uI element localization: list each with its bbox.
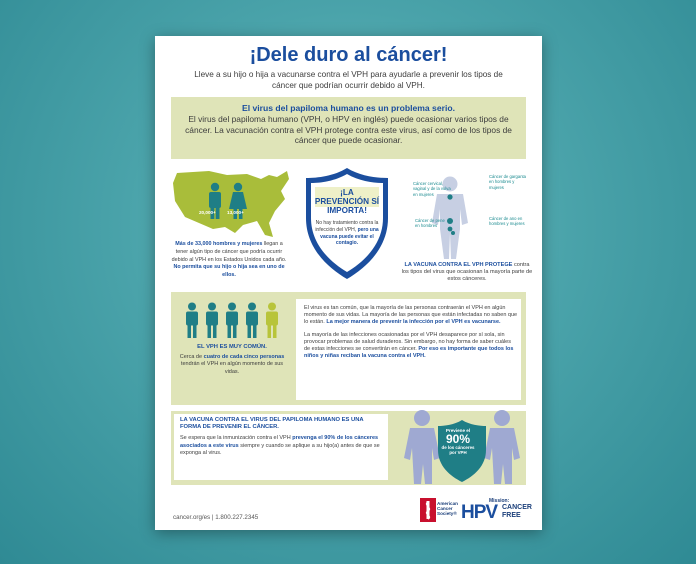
info-text: El virus es tan común, que la mayoría de… — [304, 305, 518, 365]
cancer-vaccine-body: Se espera que la inmunización contra el … — [180, 435, 385, 457]
cancer-free-text: CANCER FREE — [502, 504, 532, 519]
intro-body: El virus del papiloma humano (VPH, o HPV… — [185, 114, 512, 145]
prevention-body-b: pero una vacuna puede evitar el contagio… — [320, 226, 379, 247]
common-body-b: tendrán el VPH en algún momento de sus v… — [180, 361, 284, 375]
vaccine-protects-caption: LA VACUNA CONTRA EL VPH PROTEGE contra l… — [401, 262, 533, 284]
label-cervical: Cáncer cervical, vaginal y de la vulva e… — [413, 181, 451, 197]
cancer-word: CANCER — [502, 504, 532, 511]
common-body-highlight: cuatro de cada cinco personas — [203, 354, 285, 360]
free-word: FREE — [502, 511, 521, 519]
cancer-vaccine-a: Se espera que la inmunización contra el … — [180, 435, 293, 442]
person-man-icon — [209, 182, 221, 219]
prevention-body-a: No hay tratamiento contra la infección d… — [315, 220, 379, 233]
person-woman-icon — [229, 182, 247, 219]
page-subtitle: Lleve a su hijo o hija a vacunarse contr… — [194, 70, 503, 90]
people-group-icon — [186, 302, 278, 338]
men-count: 20,000+ — [199, 210, 216, 215]
label-anal: Cáncer de ano en hombres y mujeres — [489, 216, 525, 227]
common-heading: EL VPH ES MUY COMÚN. — [197, 344, 267, 350]
intro-band: El virus del papiloma humano es un probl… — [171, 97, 526, 159]
women-count: 13,000+ — [227, 210, 244, 215]
prevention-badge: Previene el 90% de los cánceres por VPH — [438, 428, 478, 456]
label-penile: Cáncer de pene en hombres — [415, 218, 445, 229]
hpv-logo-text: HPV — [461, 502, 498, 523]
footer-contact: cancer.org/es | 1.800.227.2345 — [173, 514, 259, 521]
page-title: ¡Dele duro al cáncer! — [249, 44, 448, 66]
family-shield-icon — [404, 410, 520, 484]
cancer-vaccine-b: siempre y cuando se aplique a su hijo(a)… — [180, 442, 380, 456]
shield-icon — [306, 168, 388, 279]
info-p2-highlight: Por eso es importante que todos los niño… — [304, 346, 514, 360]
acs-line-2: Cancer — [437, 505, 453, 511]
map-caption: Más de 33,000 hombres y mujeres llegan a… — [169, 241, 289, 280]
human-body-icon — [432, 176, 468, 259]
cancer-vaccine-heading: LA VACUNA CONTRA EL VIRUS DEL PAPILOMA H… — [180, 417, 364, 431]
badge-percent: 90% — [445, 432, 471, 446]
cancer-vaccine-text: LA VACUNA CONTRA EL VIRUS DEL PAPILOMA H… — [180, 417, 385, 457]
badge-top: Previene el — [445, 428, 471, 433]
cancer-vaccine-box — [174, 414, 388, 480]
map-caption-highlight: Más de 33,000 hombres y mujeres — [175, 241, 263, 247]
acs-name: American Cancer Society® — [437, 501, 458, 517]
common-body-a: Cerca de — [179, 354, 204, 360]
info-box — [296, 299, 521, 400]
prevention-body: No hay tratamiento contra la infección d… — [313, 220, 381, 247]
acs-logo-icon — [420, 498, 436, 522]
info-paragraph-2: La mayoría de las infecciones ocasionada… — [304, 332, 518, 361]
prevention-text: ¡LA PREVENCIÓN SÍ IMPORTA! No hay tratam… — [313, 188, 381, 247]
acs-line-3: Society® — [437, 510, 457, 516]
info-p1-text: El virus es tan común, que la mayoría de… — [304, 305, 518, 326]
flyer-page: ¡Dele duro al cáncer! Lleve a su hijo o … — [155, 36, 542, 530]
prevention-heading: ¡LA PREVENCIÓN SÍ IMPORTA! — [314, 188, 380, 215]
cancer-vaccine-highlight: prevenga el 90% de los cánceres asociado… — [180, 435, 379, 449]
mission-label: Mission: — [489, 498, 510, 504]
info-paragraph-1: El virus es tan común, que la mayoría de… — [304, 305, 518, 327]
label-throat: Cáncer de garganta en hombres y mujeres — [489, 174, 527, 190]
common-body: Cerca de cuatro de cada cinco personas t… — [177, 354, 287, 376]
badge-bottom: de los cánceres por VPH — [441, 445, 475, 456]
us-map-icon — [173, 171, 289, 237]
vaccine-protects-highlight: LA VACUNA CONTRA EL VPH PROTEGE — [404, 262, 513, 268]
intro-heading: El virus del papiloma humano es un probl… — [242, 103, 455, 113]
acs-line-1: American — [437, 501, 458, 506]
map-counts: 20,000+ 13,000+ — [199, 210, 254, 215]
info-p2-text: La mayoría de las infecciones ocasionada… — [304, 331, 511, 353]
info-p1-highlight: La mejor manera de prevenir la infección… — [326, 319, 501, 326]
map-caption-end: No permita que su hijo o hija sea en uno… — [173, 264, 285, 279]
map-caption-text: llegan a tener algún tipo de cáncer que … — [171, 241, 287, 263]
vaccine-protects-text: contra los tipos del virus que ocasionan… — [401, 262, 533, 283]
